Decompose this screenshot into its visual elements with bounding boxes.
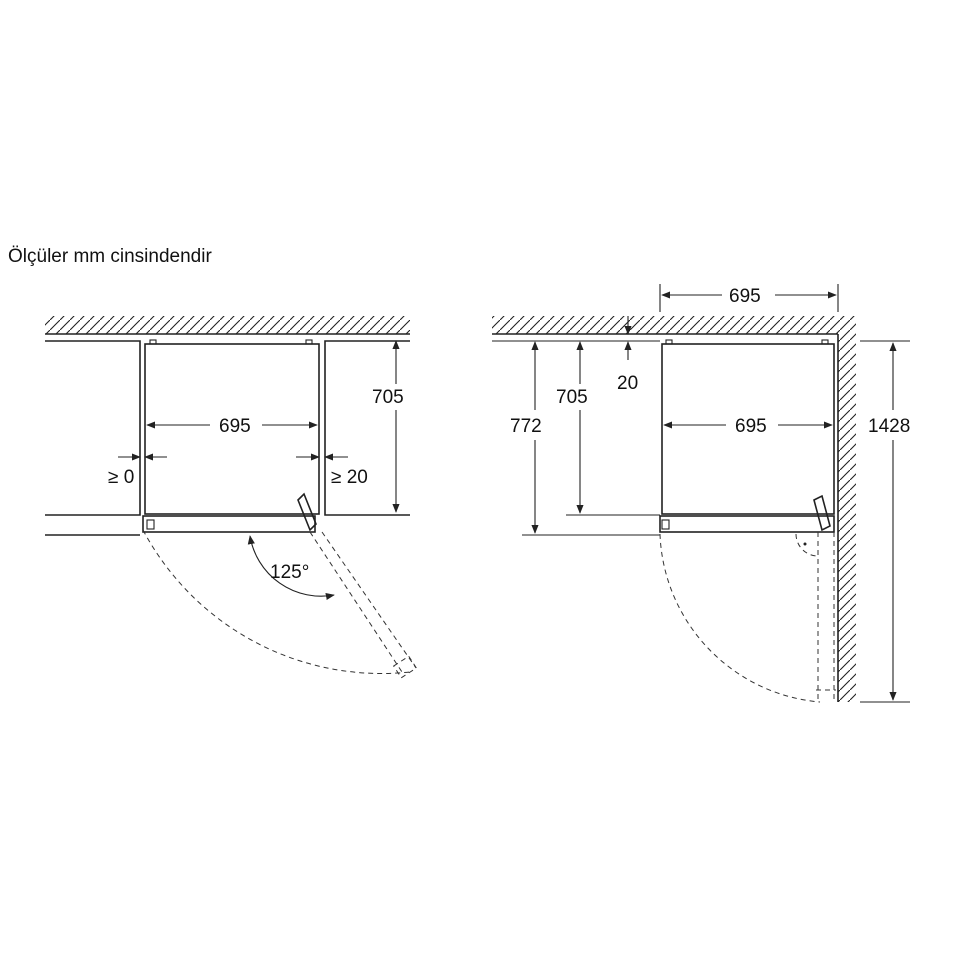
appliance-foot-right-a: [665, 339, 673, 345]
top-width-label: 695: [729, 286, 761, 307]
door-closed-right: [659, 515, 835, 533]
width-label-right: 695: [735, 416, 767, 437]
door-hinge-left: [146, 519, 155, 530]
door-hinge-right: [661, 519, 670, 530]
open-depth-label: 1428: [868, 416, 910, 437]
wall-gap-label: 20: [617, 373, 638, 394]
units-note: Ölçüler mm cinsindendir: [8, 246, 212, 267]
appliance-foot-left-a: [149, 339, 157, 345]
clearance-left-label: ≥ 0: [108, 467, 134, 488]
left-view: 125° 695 ≥ 0 ≥ 20 705: [45, 316, 418, 679]
right-top-wall-hatch: [492, 316, 838, 334]
depth-label-right: 705: [556, 387, 588, 408]
door-closed-left: [142, 515, 316, 533]
door-handle-right: [813, 494, 831, 532]
door-angle-label: 125°: [270, 562, 309, 583]
door-handle-left: [297, 492, 317, 532]
depth-label-left: 705: [372, 387, 404, 408]
appliance-body-left: [144, 343, 320, 515]
door-open-dashed-left: [309, 531, 417, 673]
width-label-left: 695: [219, 416, 251, 437]
left-adjacent-cabinet: [45, 340, 141, 516]
door-swing-arc-right: [659, 533, 821, 703]
appliance-foot-left-b: [305, 339, 313, 345]
right-angle-dot: [803, 542, 807, 546]
right-side-wall-hatch: [838, 316, 856, 702]
door-open-end-left: [392, 655, 418, 679]
appliance-body-right: [661, 343, 835, 515]
right-view: 695 695 20 705 772 1428: [492, 284, 910, 703]
right-adjacent-cabinet: [324, 340, 410, 516]
left-wall-hatch: [45, 316, 410, 334]
door-angle-arc: [247, 535, 335, 600]
door-open-dashed-right: [816, 532, 836, 700]
right-angle-marker: [795, 533, 819, 557]
depth-with-door-label: 772: [510, 416, 542, 437]
appliance-foot-right-b: [821, 339, 829, 345]
clearance-right-label: ≥ 20: [331, 467, 368, 488]
